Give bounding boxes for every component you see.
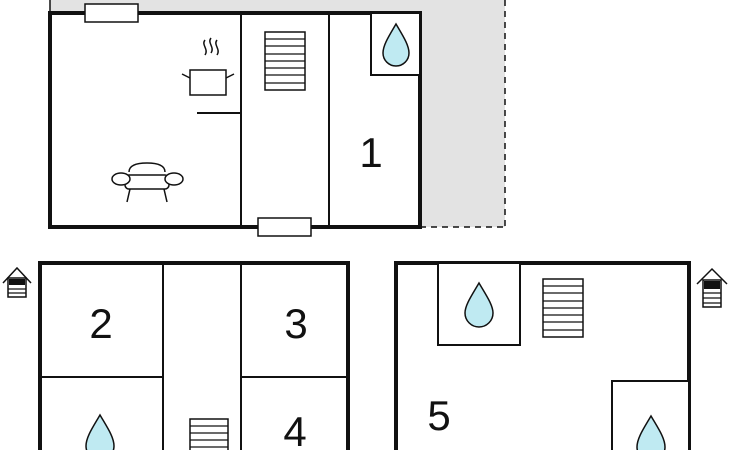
water-drop-icon [85, 413, 115, 450]
room-label-3: 3 [284, 300, 307, 347]
room-label-5: 5 [427, 392, 450, 439]
kitchen-pot-icon [181, 37, 235, 96]
stairs-icon [189, 418, 229, 450]
water-drop-icon [382, 22, 410, 67]
house-entrance-icon [696, 267, 728, 308]
water-drop-icon [636, 414, 666, 450]
house-entrance-icon [2, 266, 32, 298]
window [84, 3, 139, 23]
sofa-icon [111, 162, 184, 203]
room-label-1: 1 [359, 129, 382, 176]
water-drop-icon [464, 281, 494, 328]
bottom-left-outline [38, 261, 350, 450]
bottom-right-outline [394, 261, 691, 450]
window [257, 217, 312, 237]
top-floor-outline [48, 11, 422, 229]
stairs-icon [264, 31, 306, 91]
room-label-4: 4 [283, 408, 306, 450]
stairs-icon [542, 278, 584, 338]
terrace-area [50, 0, 505, 227]
room-label-2: 2 [89, 300, 112, 347]
bottom-right-floor: 5 [394, 261, 728, 450]
top-floor: 1 [48, 0, 506, 237]
bottom-left-floor: 2 3 4 [2, 261, 350, 450]
